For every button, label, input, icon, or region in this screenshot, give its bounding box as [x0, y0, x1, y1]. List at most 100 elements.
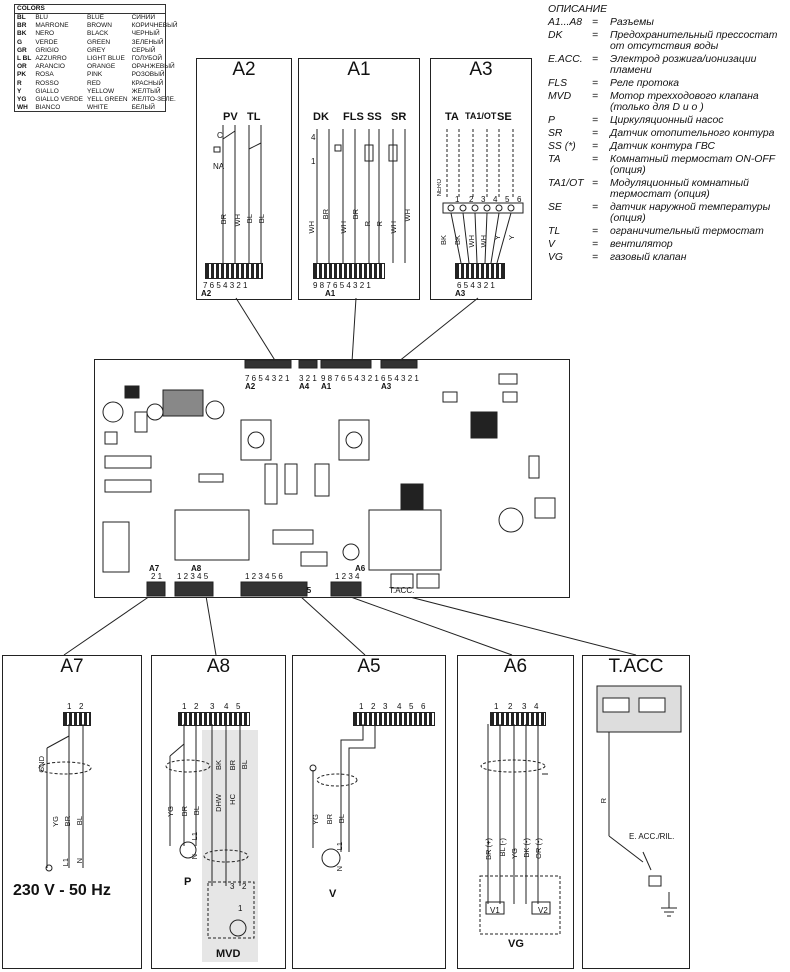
legend-eq: = — [592, 30, 599, 41]
tacc-wiring — [596, 685, 682, 917]
voltage-label: 230 V - 50 Hz — [13, 882, 111, 899]
legend-eq: = — [592, 226, 599, 237]
mvd-shade — [202, 730, 258, 962]
panel-title: A7 — [60, 656, 84, 677]
color-cell: ЗЕЛЕНЫЙ — [131, 38, 164, 46]
color-cell: ЖЕЛТЫЙ — [131, 87, 161, 95]
legend-row: DK=Предохранительный прессостат от отсут… — [548, 30, 784, 52]
color-cell: YG — [17, 96, 27, 104]
connector — [455, 263, 505, 279]
legend-code: P — [548, 115, 555, 126]
legend-row: SS (*)=Датчик контура ГВС — [548, 141, 784, 152]
pin-1: 1 — [359, 702, 364, 711]
legend-eq: = — [592, 17, 599, 28]
legend-row: TA1/OT=Модуляционный комнатный термостат… — [548, 178, 784, 200]
term-5: 5 — [505, 195, 510, 204]
color-cell: РОЗОВЫЙ — [131, 71, 165, 79]
switch-label: C — [217, 131, 223, 140]
panel-tacc: T.ACC R E. ACC./RIL. — [582, 655, 690, 969]
panel-title: A6 — [503, 656, 528, 677]
color-cell: G — [17, 38, 23, 46]
legend-eq: = — [592, 239, 599, 250]
board-a4: A4 — [299, 382, 310, 391]
color-cell: ROSA — [35, 71, 54, 79]
color-cell: R — [17, 79, 22, 87]
term-1: 1 — [455, 195, 460, 204]
legend-code: TA — [548, 154, 561, 165]
color-cell: ORANGE — [87, 63, 116, 71]
panel-a8: A8 1 2 3 4 5 YG BR BL DHW BK BR HC BL L1… — [151, 655, 286, 969]
color-cell: ARANCIO — [35, 63, 65, 71]
legend-eq: = — [592, 202, 599, 213]
legend-code: SR — [548, 128, 563, 139]
color-cell: PINK — [87, 71, 103, 79]
pin-3: 3 — [383, 702, 388, 711]
color-cell: VERDE — [35, 38, 58, 46]
board-a7-pins: 2 1 — [151, 572, 163, 581]
switch-label: NA — [213, 162, 225, 171]
a7-wiring — [38, 724, 92, 872]
color-cell: BLACK — [87, 30, 109, 38]
mvd-extra: 1 — [238, 904, 243, 913]
pump-label: P — [184, 876, 192, 888]
color-cell: L BL — [17, 55, 32, 63]
legend-row: MVD=Мотор трехходового клапана (только д… — [548, 91, 784, 113]
switch-label: 1 — [311, 157, 316, 166]
color-cell: GIALLO — [35, 87, 59, 95]
legend-eq: = — [592, 91, 599, 102]
color-cell: ЖЕЛТО-ЗЕЛЕ. — [131, 96, 176, 104]
color-cell: БЕЛЫЙ — [131, 104, 155, 112]
board-a7: A7 — [149, 564, 160, 573]
legend-row: P=Циркуляционный насос — [548, 115, 784, 126]
legend-eq: = — [592, 178, 599, 189]
legend-eq: = — [592, 78, 599, 89]
legend-code: SE — [548, 202, 562, 213]
a3-wiring — [442, 129, 524, 264]
legend-desc: Разъемы — [610, 17, 654, 28]
board-a8: A8 — [191, 564, 202, 573]
color-cell: КОРИЧНЕВЫЙ — [131, 22, 178, 30]
legend-desc: вентилятор — [610, 239, 673, 250]
legend-eq: = — [592, 141, 599, 152]
pin-4: 4 — [534, 702, 539, 711]
legend-row: A1...A8=Разъемы — [548, 17, 784, 28]
board-a8-pins: 1 2 3 4 5 — [177, 572, 209, 581]
panel-title: A2 — [232, 59, 256, 80]
legend-desc: ограничительный термостат — [610, 226, 764, 237]
color-cell: BL — [17, 14, 26, 21]
color-cell: GRIGIO — [35, 46, 59, 54]
mvd-pin: 2 — [242, 882, 247, 891]
legend-code: TL — [548, 226, 561, 237]
legend-row: SR=Датчик отопительного контура — [548, 128, 784, 139]
pin-2: 2 — [194, 702, 199, 711]
term-2: 2 — [469, 195, 474, 204]
pin-numbers: 6 5 4 3 2 1 — [457, 281, 495, 290]
panel-title: A1 — [347, 59, 371, 80]
color-cell: Y — [17, 87, 22, 95]
legend-eq: = — [592, 54, 599, 65]
term-3: 3 — [481, 195, 486, 204]
pin-2: 2 — [79, 702, 84, 711]
connector — [353, 712, 435, 726]
color-cell: YELLOW — [87, 87, 115, 95]
device-label: TA — [445, 111, 459, 123]
panel-a7: A7 1 2 GND YG BR BL L1 N 230 V - 50 Hz — [2, 655, 142, 969]
board-components — [102, 360, 556, 597]
pin-1: 1 — [67, 702, 72, 711]
color-cell: AZZURRO — [35, 55, 67, 63]
term-4: 4 — [493, 195, 498, 204]
valve-v1: V1 — [490, 906, 500, 915]
pin-5: 5 — [236, 702, 241, 711]
vg-label: VG — [508, 938, 524, 950]
pin-numbers: 9 8 7 6 5 4 3 2 1 — [313, 281, 371, 290]
